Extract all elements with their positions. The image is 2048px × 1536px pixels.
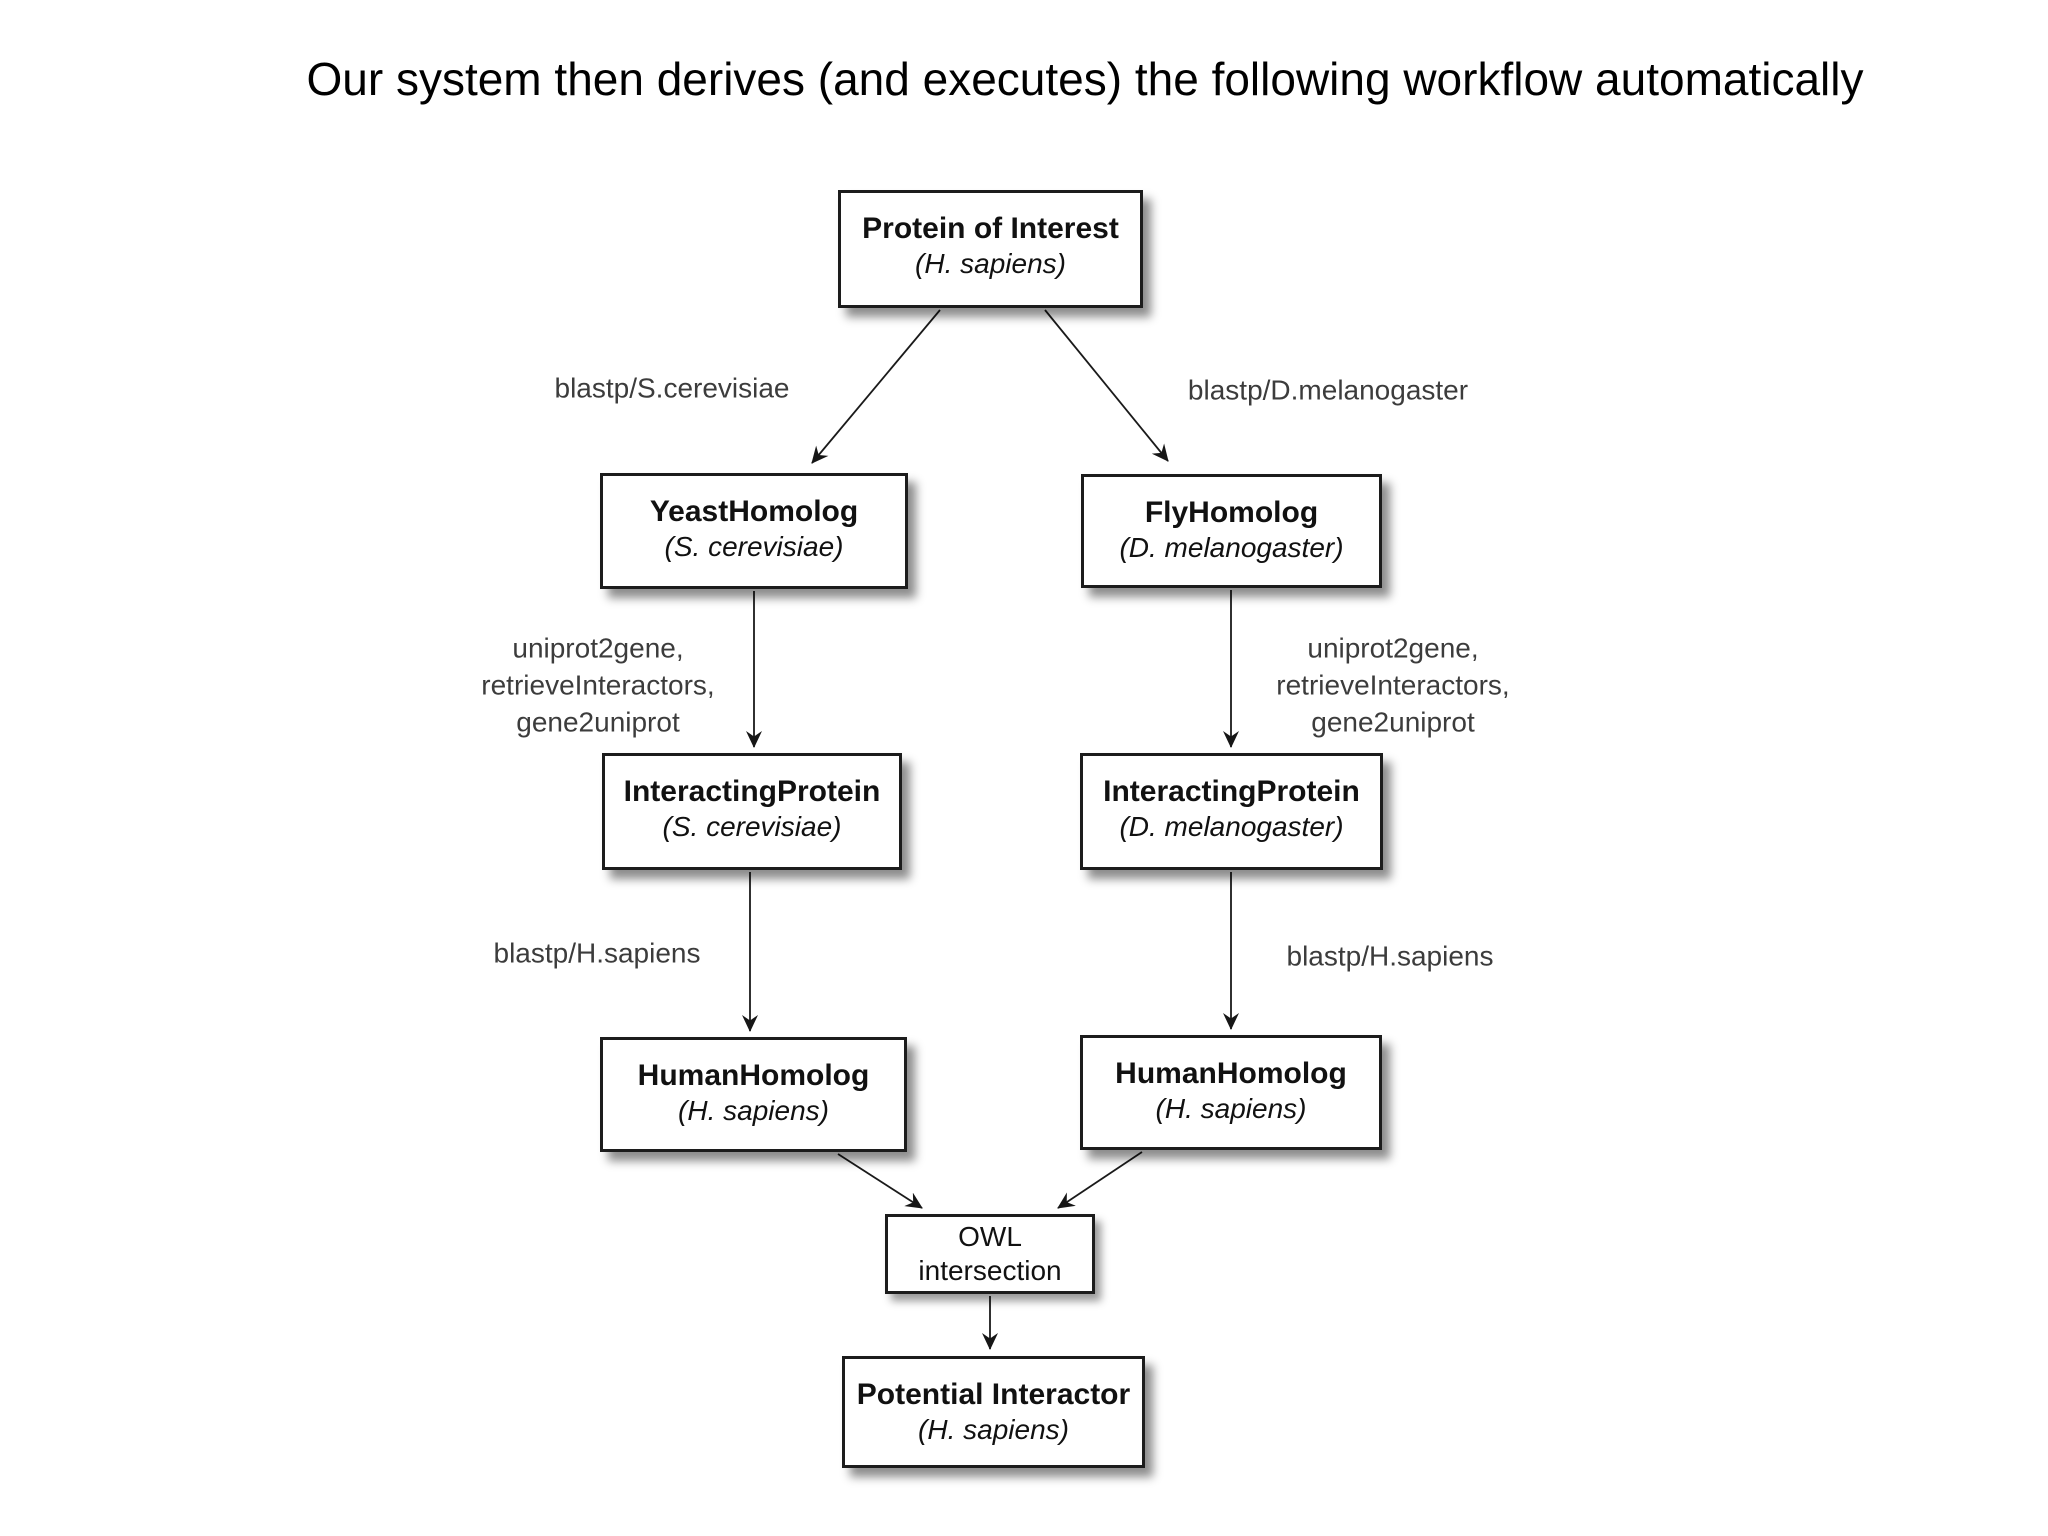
node-title: FlyHomolog: [1144, 496, 1319, 529]
node-title: InteractingProtein: [1103, 775, 1360, 808]
node-title: InteractingProtein: [623, 775, 881, 808]
edge-label-blastp-h-sapiens-right: blastp/H.sapiens: [1286, 940, 1494, 972]
node-title: HumanHomolog: [1115, 1057, 1347, 1090]
node-title: Protein of Interest: [862, 212, 1119, 245]
arrow-human-right-to-owl: [1057, 1151, 1143, 1209]
edge-label-uniprot-services-right: uniprot2gene, retrieveInteractors, gene2…: [1276, 632, 1510, 738]
node-subtitle: (S. cerevisiae): [662, 811, 842, 842]
node-title: YeastHomolog: [649, 495, 859, 528]
node-owl-intersection: OWL intersection: [885, 1214, 1095, 1294]
edge-label-blastp-h-sapiens-left: blastp/H.sapiens: [493, 937, 701, 969]
node-fly-homolog: FlyHomolog (D. melanogaster): [1081, 474, 1382, 588]
node-protein-of-interest: Protein of Interest (H. sapiens): [838, 190, 1143, 308]
node-interacting-protein-yeast: InteractingProtein (S. cerevisiae): [602, 753, 902, 870]
slide-title: Our system then derives (and executes) t…: [306, 53, 1864, 105]
node-subtitle: (S. cerevisiae): [664, 531, 844, 562]
node-subtitle: (H. sapiens): [918, 1414, 1069, 1445]
node-human-homolog-left: HumanHomolog (H. sapiens): [600, 1037, 907, 1152]
node-subtitle: (H. sapiens): [1155, 1093, 1307, 1124]
edge-label-uniprot-services-left: uniprot2gene, retrieveInteractors, gene2…: [481, 632, 715, 738]
node-title: HumanHomolog: [637, 1059, 870, 1092]
node-potential-interactor: Potential Interactor (H. sapiens): [842, 1356, 1145, 1468]
node-subtitle: (H. sapiens): [678, 1095, 829, 1126]
arrow-human-left-to-owl: [837, 1153, 923, 1209]
node-yeast-homolog: YeastHomolog (S. cerevisiae): [600, 473, 908, 589]
node-title: Potential Interactor: [856, 1378, 1131, 1411]
node-subtitle: (H. sapiens): [915, 248, 1066, 279]
arrow-poi-to-fly: [1044, 309, 1169, 462]
arrow-poi-to-yeast: [811, 309, 941, 464]
node-title: OWL intersection: [918, 1221, 1062, 1286]
node-interacting-protein-fly: InteractingProtein (D. melanogaster): [1080, 753, 1383, 870]
node-subtitle: (D. melanogaster): [1119, 811, 1344, 842]
edge-label-blastp-s-cerevisiae: blastp/S.cerevisiae: [554, 372, 790, 404]
edge-label-blastp-d-melanogaster: blastp/D.melanogaster: [1187, 374, 1469, 406]
node-subtitle: (D. melanogaster): [1119, 532, 1344, 563]
node-human-homolog-right: HumanHomolog (H. sapiens): [1080, 1035, 1382, 1150]
